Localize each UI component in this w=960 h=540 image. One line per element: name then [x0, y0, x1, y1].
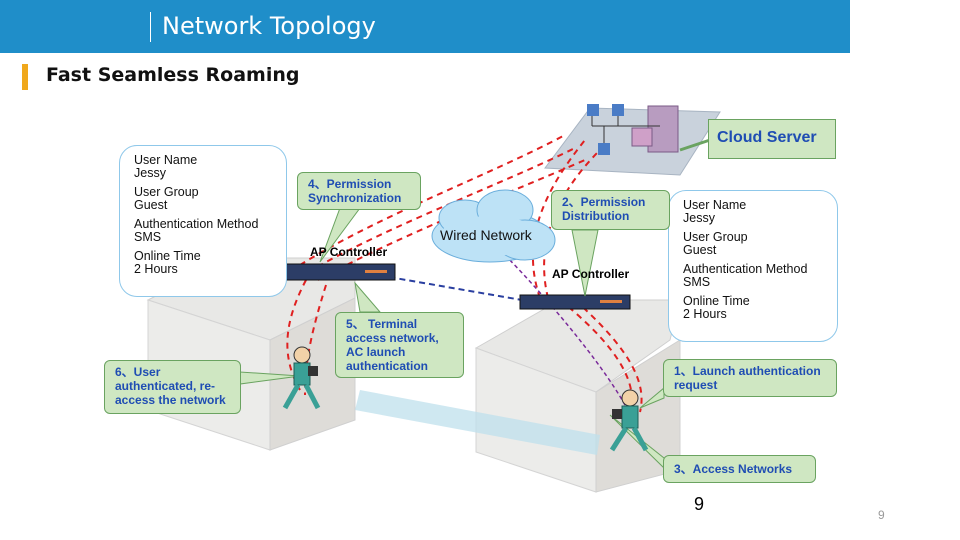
info-value: SMS	[683, 275, 711, 289]
slide-number: 9	[878, 508, 885, 522]
step-6-callout: 6、User authenticated, re-access the netw…	[104, 360, 241, 414]
step-2-callout: 2、Permission Distribution	[551, 190, 670, 230]
page-title: Network Topology	[162, 12, 376, 40]
computer-icon	[587, 104, 599, 116]
step-5-callout: 5、 Terminal access network, AC launch au…	[335, 312, 464, 378]
ap-controller-label-left: AP Controller	[310, 245, 388, 259]
user-figure-right	[609, 389, 649, 452]
title-bar	[0, 0, 850, 53]
page-subtitle: Fast Seamless Roaming	[46, 64, 300, 86]
info-label: User Name	[134, 153, 198, 167]
callout-pointer	[354, 281, 382, 313]
cloud-server-label: Cloud Server	[708, 119, 836, 159]
right-user-info: User Name Jessy User Group Guest Authent…	[668, 190, 838, 342]
left-user-info: User Name Jessy User Group Guest Authent…	[119, 145, 287, 297]
info-label: User Name	[683, 198, 747, 212]
wired-network-cloud	[431, 189, 556, 263]
info-label: Online Time	[683, 294, 750, 308]
monitor-icon	[631, 127, 653, 147]
wired-link	[499, 249, 626, 406]
info-label: User Group	[134, 185, 199, 199]
info-label: Authentication Method	[683, 262, 808, 276]
step-4-callout: 4、Permission Synchronization	[297, 172, 421, 210]
info-value: 2 Hours	[683, 307, 727, 321]
title-divider	[150, 12, 151, 42]
step-1-callout: 1、Launch authentication request	[663, 359, 837, 397]
info-value: Guest	[134, 198, 168, 212]
info-value: 2 Hours	[134, 262, 178, 276]
info-label: Online Time	[134, 249, 201, 263]
step-3-callout: 3、Access Networks	[663, 455, 816, 483]
info-value: Jessy	[134, 166, 166, 180]
server-platform	[544, 104, 721, 176]
info-value: Jessy	[683, 211, 715, 225]
info-value: SMS	[134, 230, 162, 244]
info-value: Guest	[683, 243, 717, 257]
ap-controller-label-right: AP Controller	[552, 267, 630, 281]
info-label: User Group	[683, 230, 748, 244]
subtitle-accent	[22, 64, 28, 90]
right-house	[474, 299, 681, 493]
roaming-arrow	[355, 390, 600, 455]
info-label: Authentication Method	[134, 217, 259, 231]
page-number: 9	[694, 494, 705, 514]
ap-controller-right	[519, 294, 631, 310]
controller-link	[359, 271, 523, 301]
computer-icon	[612, 104, 624, 116]
callout-pointer	[571, 229, 599, 297]
ap-controller-left	[284, 263, 396, 281]
wired-network-label: Wired Network	[440, 227, 532, 243]
computer-icon	[598, 143, 610, 155]
user-figure-left	[282, 346, 321, 410]
